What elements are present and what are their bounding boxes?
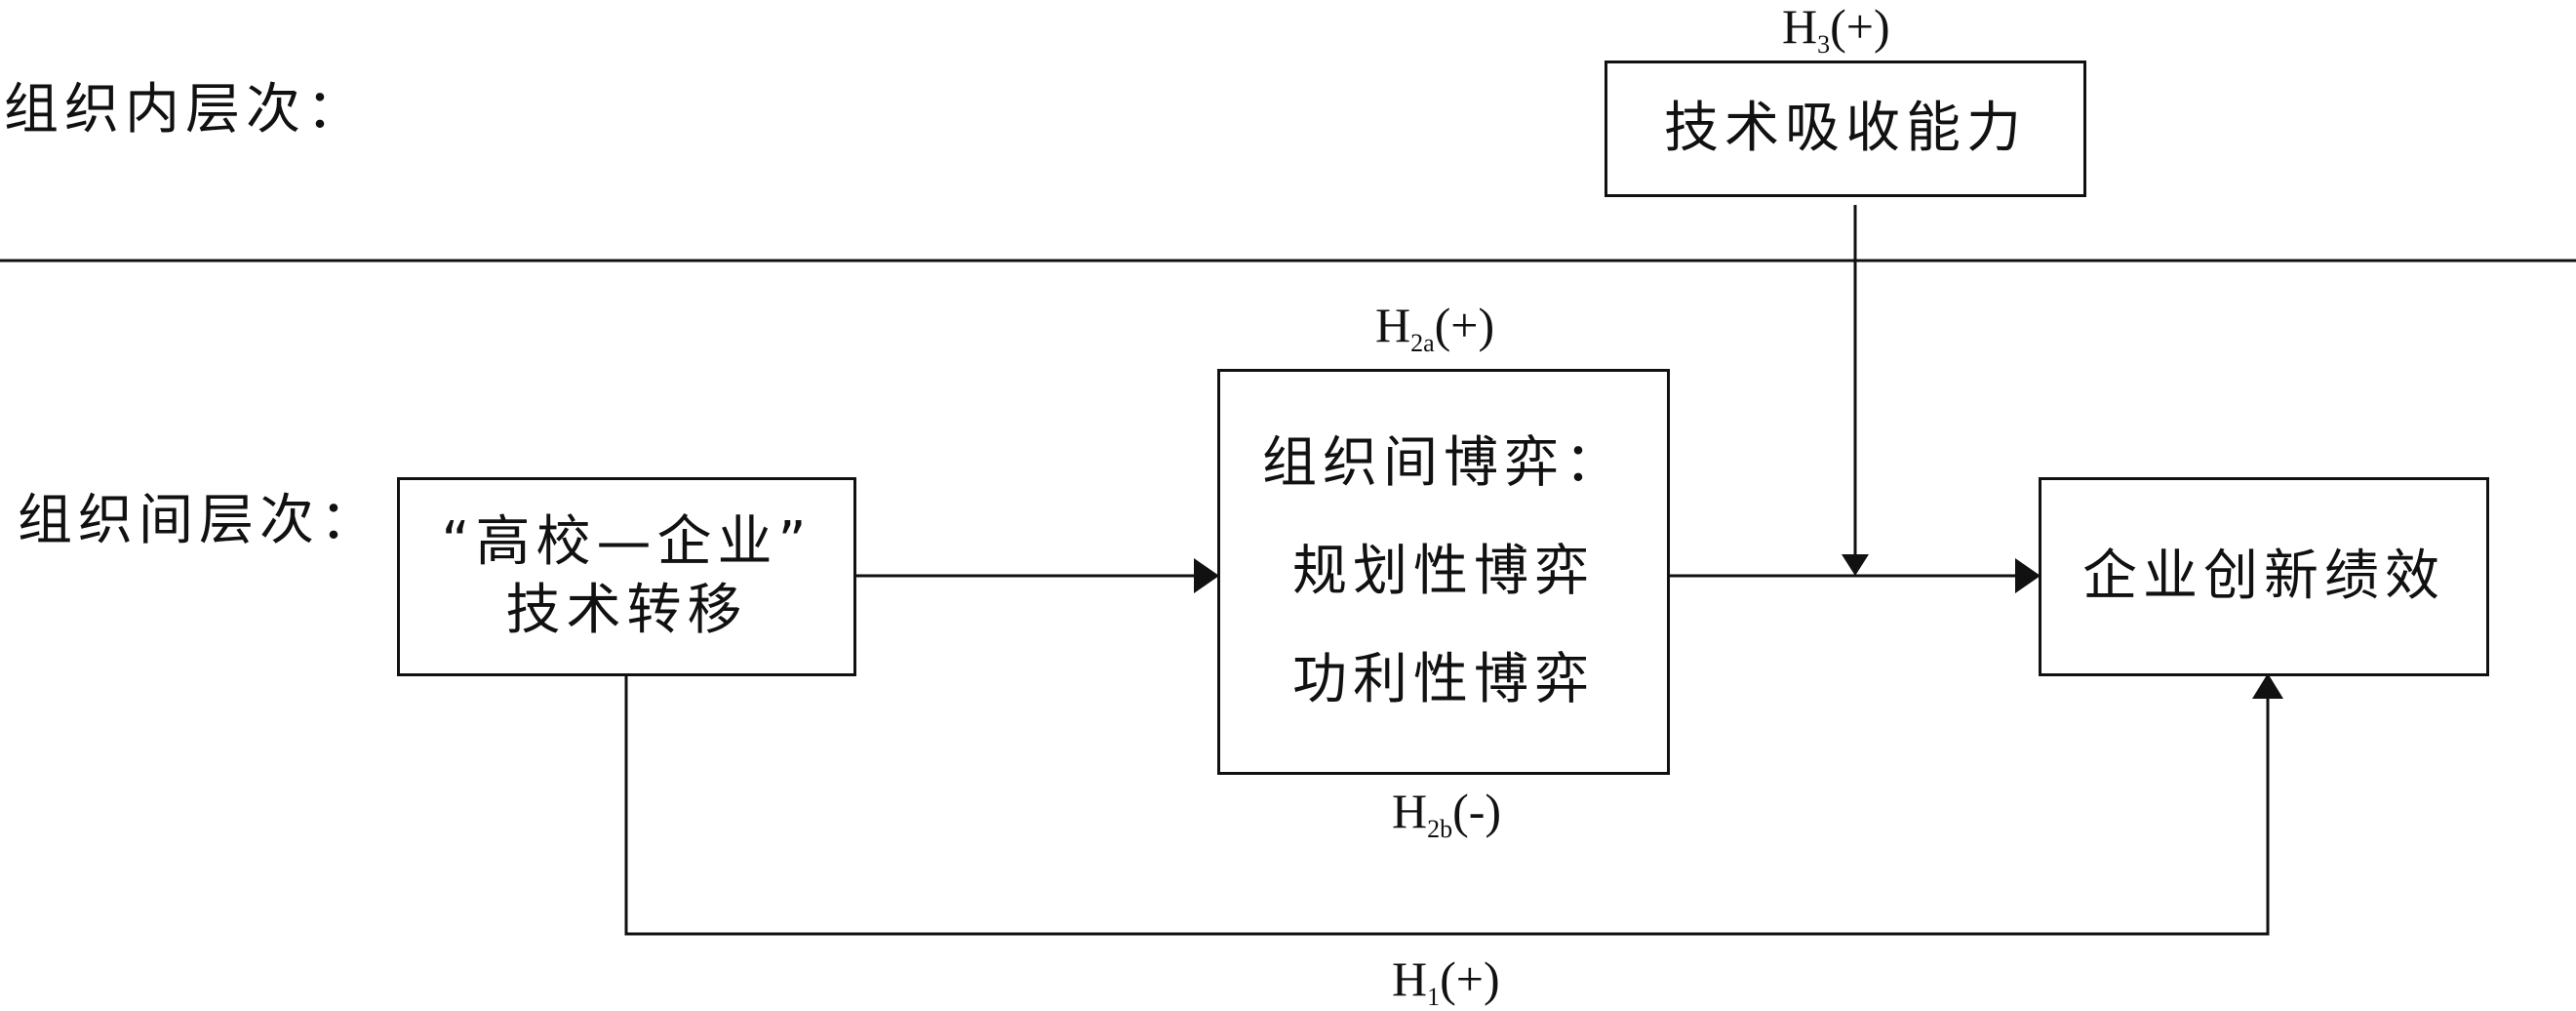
absorptive-capacity-label: 技术吸收能力	[1664, 97, 2027, 160]
hypothesis-h2a: H2a(+)	[1375, 298, 1495, 357]
tech-transfer-line2: 技术转移	[505, 579, 748, 642]
hypothesis-h3: H3(+)	[1782, 0, 1890, 59]
arrowhead-moderation	[1842, 554, 1869, 576]
inter-level-label: 组织间层次：	[18, 489, 380, 552]
absorptive-capacity-box: 技术吸收能力	[1605, 61, 2086, 197]
arrowhead-game	[1194, 558, 1219, 593]
arrowhead-direct	[2252, 673, 2283, 699]
tech-transfer-line1: “高校—企业”	[441, 510, 812, 574]
inter-org-game-box: 组织间博弈： 规划性博弈 功利性博弈	[1217, 369, 1670, 775]
innovation-performance-box: 企业创新绩效	[2039, 477, 2489, 676]
hypothesis-h1: H1(+)	[1392, 951, 1500, 1011]
arrow-direct-path	[624, 675, 2270, 936]
innovation-performance-label: 企业创新绩效	[2082, 545, 2445, 608]
arrowhead-performance	[2015, 558, 2041, 593]
game-title: 组织间博弈：	[1262, 431, 1625, 495]
hypothesis-h2b: H2b(-)	[1392, 784, 1502, 843]
game-utilitarian: 功利性博弈	[1292, 648, 1595, 711]
intra-level-label: 组织内层次：	[4, 78, 367, 142]
game-planned: 规划性博弈	[1292, 540, 1595, 603]
tech-transfer-box: “高校—企业” 技术转移	[397, 477, 856, 676]
